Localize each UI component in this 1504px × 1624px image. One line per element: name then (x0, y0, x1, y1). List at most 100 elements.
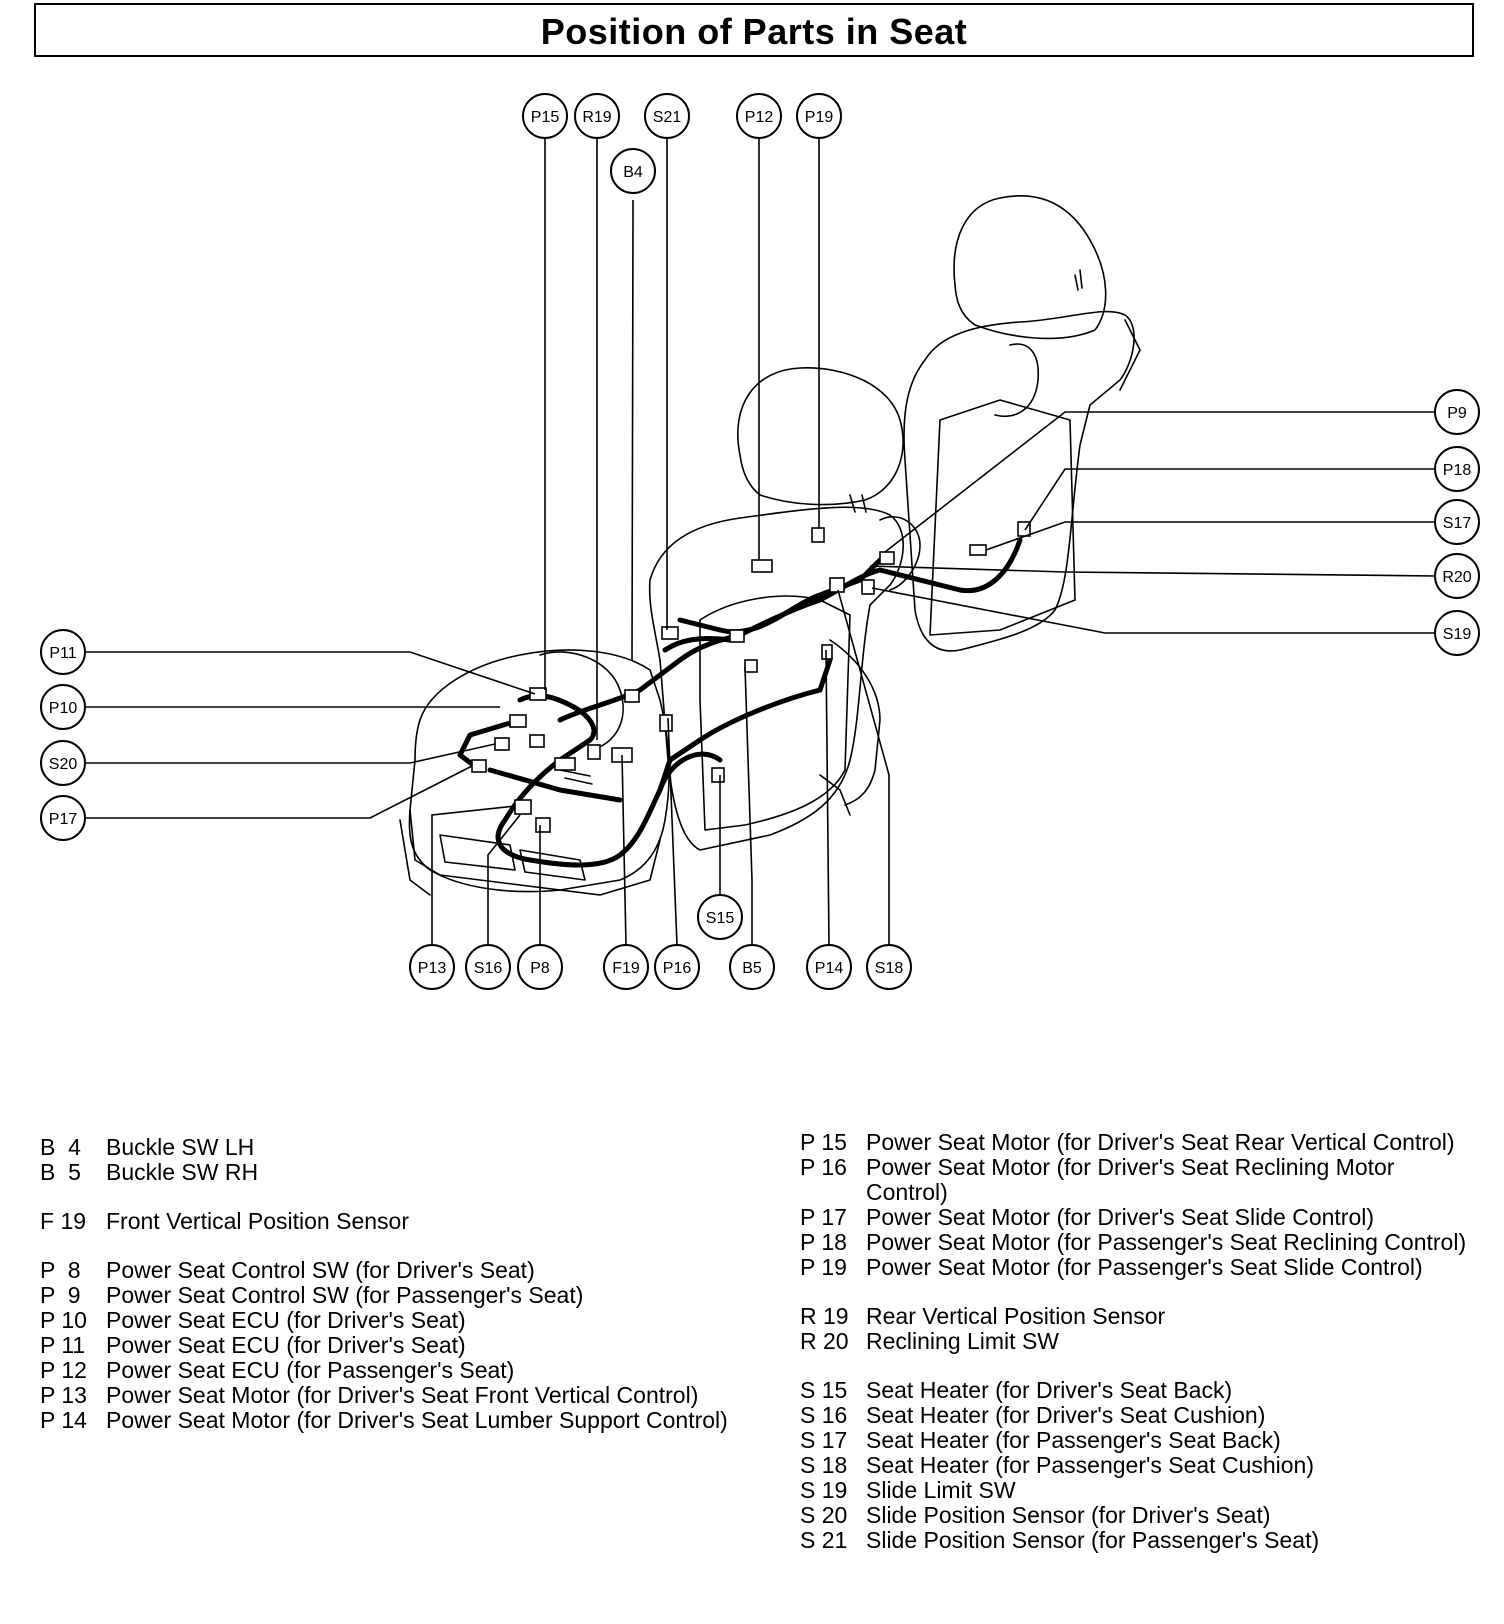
callout-R20: R20 (1434, 553, 1480, 599)
legend-code: P 9 (40, 1282, 81, 1308)
legend-description: Power Seat Control SW (for Passenger's S… (106, 1282, 584, 1308)
seat-illustration (399, 195, 1141, 896)
callout-P8: P8 (517, 944, 563, 990)
title-box: Position of Parts in Seat (34, 3, 1474, 57)
legend-description: Slide Limit SW (866, 1477, 1016, 1503)
svg-text:S15: S15 (706, 910, 735, 927)
legend-description: Slide Position Sensor (for Passenger's S… (866, 1527, 1320, 1553)
svg-text:P16: P16 (663, 960, 692, 977)
svg-text:S18: S18 (875, 960, 904, 977)
legend-code: S 16 (800, 1402, 848, 1428)
callout-S20: S20 (40, 740, 86, 786)
legend-description: Power Seat Motor (for Passenger's Seat R… (866, 1229, 1467, 1255)
callout-S21: S21 (644, 93, 690, 139)
legend-description: Seat Heater (for Passenger's Seat Cushio… (866, 1452, 1315, 1478)
legend-gap (40, 1234, 740, 1258)
callout-P15: P15 (522, 93, 568, 139)
legend-item: P 19 Power Seat Motor (for Passenger's Se… (800, 1255, 1480, 1280)
legend-code: P 19 (800, 1254, 847, 1280)
legend-description: Power Seat ECU (for Driver's Seat) (106, 1307, 466, 1333)
legend-description: Buckle SW LH (106, 1134, 255, 1160)
legend-item: S 20 Slide Position Sensor (for Driver's … (800, 1503, 1480, 1528)
callout-B4: B4 (610, 148, 656, 194)
callout-R19: R19 (574, 93, 620, 139)
callout-P11: P11 (40, 629, 86, 675)
svg-text:P14: P14 (815, 960, 844, 977)
driver-seatback (648, 506, 904, 851)
callout-S15: S15 (697, 894, 743, 940)
legend-code: B 4 (40, 1134, 81, 1160)
svg-text:S16: S16 (474, 960, 503, 977)
callout-P10: P10 (40, 684, 86, 730)
svg-text:P10: P10 (49, 700, 78, 717)
legend-description: Power Seat Motor (for Driver's Seat Fron… (106, 1382, 699, 1408)
legend-description: Power Seat Motor (for Passenger's Seat S… (866, 1254, 1423, 1280)
driver-headrest (737, 367, 904, 506)
legend-code: R 19 (800, 1303, 849, 1329)
legend-code: F 19 (40, 1208, 87, 1234)
legend-code: P 12 (40, 1357, 87, 1383)
callout-B5: B5 (729, 944, 775, 990)
callout-P12: P12 (736, 93, 782, 139)
callout-P14: P14 (806, 944, 852, 990)
callout-P16: P16 (654, 944, 700, 990)
svg-text:R19: R19 (582, 109, 611, 126)
legend-code: S 15 (800, 1377, 848, 1403)
legend-description: Power Seat ECU (for Driver's Seat) (106, 1332, 466, 1358)
callout-P18: P18 (1434, 446, 1480, 492)
legend-item: P 15 Power Seat Motor (for Driver's Seat … (800, 1130, 1480, 1155)
legend-item: P 17 Power Seat Motor (for Driver's Seat … (800, 1205, 1480, 1230)
legend-description: Power Seat Motor (for Driver's Seat Rear… (866, 1129, 1455, 1155)
page-title: Position of Parts in Seat (540, 11, 968, 52)
svg-text:B5: B5 (742, 960, 762, 977)
legend-code: P 13 (40, 1382, 87, 1408)
svg-text:S17: S17 (1443, 515, 1472, 532)
legend-item: S 21 Slide Position Sensor (for Passenger… (800, 1528, 1480, 1553)
legend-description: Reclining Limit SW (866, 1328, 1059, 1354)
callout-P17: P17 (40, 795, 86, 841)
legend-description: Seat Heater (for Passenger's Seat Back) (866, 1427, 1281, 1453)
legend-code: P 8 (40, 1257, 81, 1283)
callout-S17: S17 (1434, 499, 1480, 545)
legend-code: P 17 (800, 1204, 847, 1230)
passenger-seatback (903, 310, 1135, 652)
svg-text:P12: P12 (745, 109, 774, 126)
svg-text:B4: B4 (623, 164, 643, 181)
svg-text:R20: R20 (1442, 569, 1471, 586)
legend-code: P 18 (800, 1229, 847, 1255)
legend-item: P 9 Power Seat Control SW (for Passenger'… (40, 1283, 740, 1308)
legend-description: Power Seat Motor (for Driver's Seat Slid… (866, 1204, 1375, 1230)
legend-code: B 5 (40, 1159, 81, 1185)
callouts: P15 R19 S21 B4 P12 P19 P9 P18 S17 R20 S1… (40, 93, 1480, 990)
svg-text:P19: P19 (805, 109, 834, 126)
legend-right: P 15 Power Seat Motor (for Driver's Seat … (800, 1130, 1480, 1553)
driver-cushion (408, 649, 670, 893)
legend-code: S 21 (800, 1527, 848, 1553)
wire-harness (457, 537, 1023, 868)
legend-gap (40, 1185, 740, 1209)
legend-item: P 13 Power Seat Motor (for Driver's Seat … (40, 1383, 740, 1408)
svg-text:S20: S20 (49, 756, 78, 773)
callout-P9: P9 (1434, 389, 1480, 435)
svg-text:S21: S21 (653, 109, 682, 126)
svg-text:P15: P15 (531, 109, 560, 126)
legend-code: S 20 (800, 1502, 848, 1528)
legend-code: P 15 (800, 1129, 847, 1155)
svg-text:P11: P11 (49, 645, 76, 662)
seat-diagram: P15 R19 S21 B4 P12 P19 P9 P18 S17 R20 S1… (40, 93, 1480, 990)
seat-frame (409, 809, 661, 896)
legend-gap (800, 1354, 1480, 1378)
callout-P13: P13 (409, 944, 455, 990)
legend-item: P 18 Power Seat Motor (for Passenger's Se… (800, 1230, 1480, 1255)
legend-description: Slide Position Sensor (for Driver's Seat… (866, 1502, 1271, 1528)
